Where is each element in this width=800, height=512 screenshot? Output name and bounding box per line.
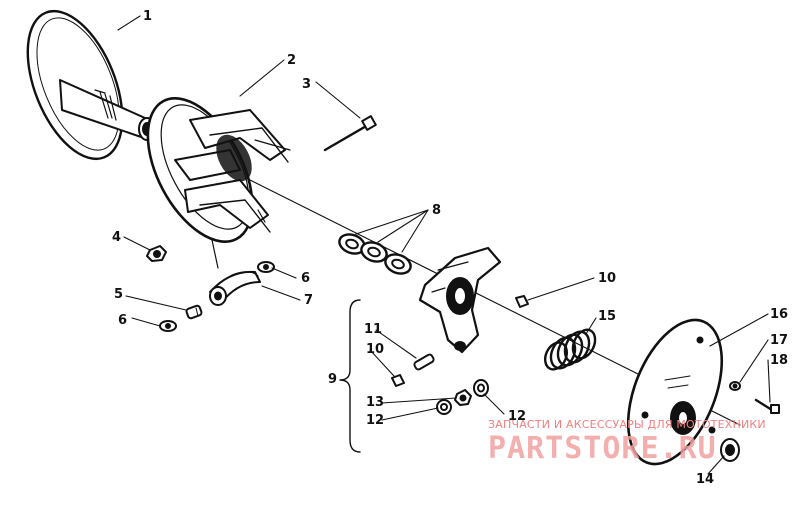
leader-14 <box>707 455 725 475</box>
callout-10-right: 10 <box>598 271 616 286</box>
part-10-button-right <box>515 295 529 308</box>
part-10-button-left <box>391 374 405 387</box>
leader-7 <box>261 285 301 301</box>
leader-12b <box>381 407 439 421</box>
part-6-washer-upper <box>257 261 275 273</box>
leader-10a <box>527 277 595 301</box>
callout-12-left: 12 <box>366 413 384 428</box>
callout-12-right: 12 <box>508 409 526 424</box>
callout-13: 13 <box>366 395 384 410</box>
callout-14: 14 <box>696 472 714 487</box>
watermark-logo: PARTSTORE.RU <box>488 431 717 466</box>
part-16-cover <box>626 318 724 466</box>
part-3-bolt <box>323 115 377 152</box>
leader-16 <box>709 313 769 347</box>
callout-6-upper: 6 <box>301 271 310 286</box>
leader-10b <box>369 349 395 377</box>
part-13-nut <box>454 389 472 406</box>
leader-15 <box>585 317 597 335</box>
leader-2 <box>239 59 285 97</box>
callout-7: 7 <box>304 293 313 308</box>
leader-3 <box>315 81 361 119</box>
leader-8b <box>377 209 429 243</box>
leader-12a <box>483 393 505 415</box>
callout-6-lower: 6 <box>118 313 127 328</box>
leader-17 <box>739 339 769 383</box>
part-11-pin <box>413 353 435 371</box>
callout-11: 11 <box>364 322 382 337</box>
part-15-spring <box>543 328 597 371</box>
leader-8a <box>355 209 429 235</box>
callout-4: 4 <box>112 230 121 245</box>
part-17-washer <box>729 381 741 391</box>
leader-4 <box>123 236 151 251</box>
part-4-nut <box>146 245 167 262</box>
spider-group-brace <box>339 299 361 453</box>
callout-17: 17 <box>770 333 788 348</box>
leader-6b <box>271 267 297 279</box>
leader-lines <box>117 15 771 475</box>
part-7-roller <box>209 270 261 306</box>
part-1-sheave <box>26 9 156 161</box>
part-8-washers <box>338 233 412 275</box>
part-14-bushing <box>720 438 740 462</box>
part-6-washer-lower <box>159 320 177 332</box>
callout-15: 15 <box>598 309 616 324</box>
watermark-tagline: ЗАПЧАСТИ И АКСЕССУАРЫ ДЛЯ МОТОТЕХНИКИ <box>488 418 766 431</box>
callout-8: 8 <box>432 203 441 218</box>
part-9-spider <box>418 246 502 354</box>
leader-11 <box>375 329 417 359</box>
callout-18: 18 <box>770 353 788 368</box>
leader-18 <box>767 359 771 403</box>
leader-8c <box>401 209 429 253</box>
part-5-pin <box>185 304 203 320</box>
callout-2: 2 <box>287 53 296 68</box>
leader-13 <box>381 397 457 404</box>
callout-10-left: 10 <box>366 342 384 357</box>
callout-1: 1 <box>143 9 152 24</box>
part-18-screw <box>754 398 780 414</box>
callout-3: 3 <box>302 77 311 92</box>
callout-16: 16 <box>770 307 788 322</box>
callout-5: 5 <box>114 287 123 302</box>
part-12-washer-right <box>473 379 489 397</box>
leader-5 <box>125 295 187 311</box>
leader-1 <box>117 15 141 31</box>
leader-6a <box>131 317 161 327</box>
part-2-housing <box>146 97 291 269</box>
callout-9: 9 <box>328 372 337 387</box>
part-12-washer-left <box>436 399 452 415</box>
